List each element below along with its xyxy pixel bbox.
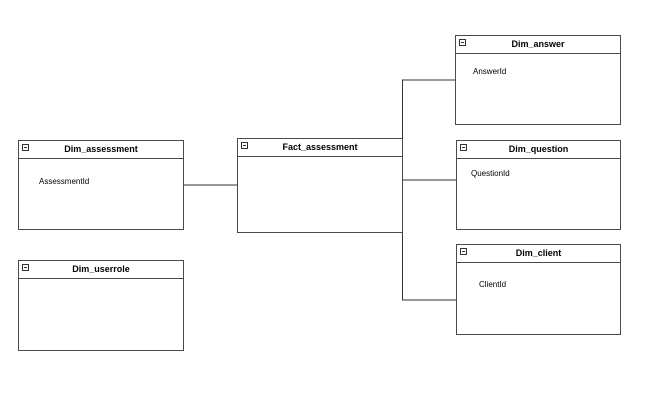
collapse-icon[interactable] (460, 144, 467, 151)
collapse-icon[interactable] (241, 142, 248, 149)
entity-title: Dim_answer (511, 39, 565, 49)
entity-field: QuestionId (471, 169, 510, 178)
entity-dim-answer[interactable]: Dim_answer AnswerId (455, 35, 621, 125)
entity-field: AnswerId (473, 67, 507, 76)
entity-header: Dim_client (457, 245, 620, 263)
entity-title: Dim_userrole (72, 264, 130, 274)
entity-dim-assessment[interactable]: Dim_assessment AssessmentId (18, 140, 184, 230)
entity-header: Fact_assessment (238, 139, 402, 157)
entity-fact-assessment[interactable]: Fact_assessment (237, 138, 403, 233)
entity-title: Dim_assessment (64, 144, 138, 154)
entity-header: Dim_userrole (19, 261, 183, 279)
entity-header: Dim_question (457, 141, 620, 159)
entity-field: ClientId (479, 280, 507, 289)
entity-header: Dim_answer (456, 36, 620, 54)
collapse-icon[interactable] (460, 248, 467, 255)
entity-dim-userrole[interactable]: Dim_userrole (18, 260, 184, 351)
entity-field: AssessmentId (39, 177, 90, 186)
collapse-icon[interactable] (22, 144, 29, 151)
entity-title: Fact_assessment (282, 142, 358, 152)
entity-dim-client[interactable]: Dim_client ClientId (456, 244, 621, 335)
collapse-icon[interactable] (459, 39, 466, 46)
collapse-icon[interactable] (22, 264, 29, 271)
entity-header: Dim_assessment (19, 141, 183, 159)
entity-title: Dim_client (515, 248, 562, 258)
entity-title: Dim_question (508, 144, 569, 154)
entity-dim-question[interactable]: Dim_question QuestionId (456, 140, 621, 230)
